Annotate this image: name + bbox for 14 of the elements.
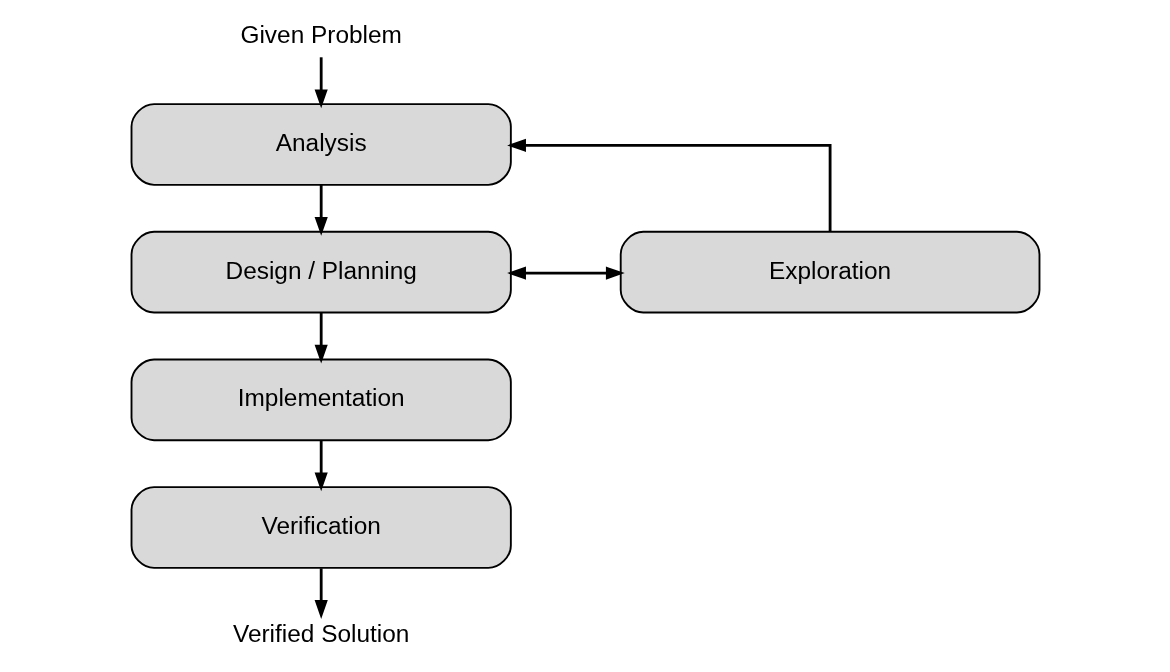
arrow bbox=[314, 312, 328, 364]
arrow bbox=[314, 568, 328, 619]
arrow bbox=[314, 184, 328, 236]
arrow bbox=[314, 440, 328, 492]
node-box: Verification bbox=[130, 486, 512, 569]
arrow bbox=[506, 138, 831, 232]
node-box: Analysis bbox=[130, 103, 512, 186]
node-box: Exploration bbox=[619, 230, 1040, 314]
node-box: Design / Planning bbox=[130, 230, 512, 314]
node-box: Implementation bbox=[130, 358, 512, 442]
arrow bbox=[314, 57, 328, 109]
arrow bbox=[506, 266, 625, 280]
node-text: Verified Solution bbox=[232, 619, 409, 647]
node-text: Given Problem bbox=[239, 20, 402, 48]
